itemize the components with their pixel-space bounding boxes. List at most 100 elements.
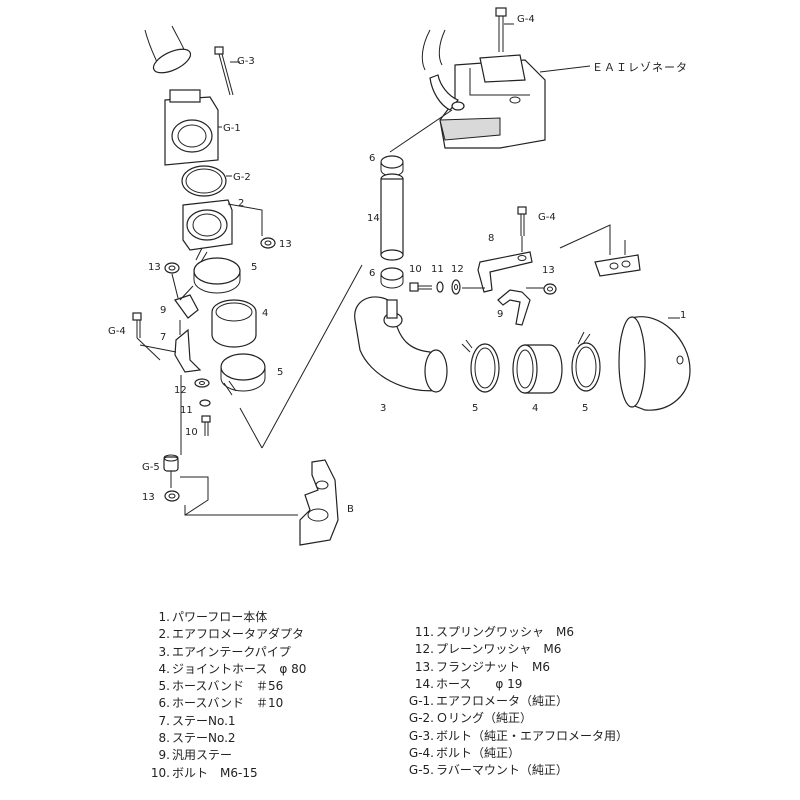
legend-item-text: ホースバンド ＃56 [172,679,284,694]
stay-no2-8 [477,251,533,293]
flange-nut-13-a [260,237,276,249]
bracket-b [299,459,339,546]
callout-7: 7 [160,332,166,343]
legend-item-number: 1. [158,610,170,624]
legend-item-number: 2. [158,627,170,642]
g4-bolt-mid [517,206,527,236]
legend-item-number: G-1. [408,694,434,709]
legend-item-text: エアフロメータアダプタ [172,627,305,642]
legend-item: 9.汎用ステー [140,747,306,764]
callout-13-a: 13 [279,239,292,250]
legend-item: 11.スプリングワッシャ M6 [398,624,628,641]
legend-item-text: スプリングワッシャ M6 [436,625,574,639]
legend-item-text: 汎用ステー [172,748,233,763]
legend-item-number: 11. [414,625,434,639]
callout-9-b: 9 [497,309,503,320]
legend-item: G-2.Ｏリング（純正） [398,710,628,727]
callout-11-b: 11 [431,264,444,275]
callout-6-b: 6 [369,268,375,279]
legend-item: 13.フランジナット M6 [398,659,628,676]
callout-resonator: ＥＡＩレゾネータ [592,61,688,74]
hose-band-5-d [571,331,601,392]
callout-10-a: 10 [185,427,198,438]
flange-nut-13-b [164,262,180,274]
callout-5-c: 5 [472,403,478,414]
eai-resonator [389,29,591,153]
callout-4-a: 4 [262,308,268,319]
hose-band-6-a [380,155,404,177]
callout-g3: G-3 [237,56,255,67]
legend-item: G-1.エアフロメータ（純正） [398,693,628,710]
legend-item-text: エアフロメータ（純正） [436,694,569,709]
callout-5-a: 5 [251,262,257,273]
hose-band-5-a [193,247,241,294]
g3-bolt [214,46,240,96]
callout-4-b: 4 [532,403,538,414]
intake-pipe-3 [354,296,448,393]
callout-labels: G-3 G-1 G-2 2 13 13 5 9 4 G-4 7 5 12 11 … [108,14,688,515]
legend-item-text: エアインテークパイプ [172,644,291,659]
callout-14: 14 [367,213,380,224]
callout-10-b: 10 [409,264,422,275]
legend-item: 5.ホースバンド ＃56 [140,678,306,695]
g5-rubber-mount [163,454,179,472]
legend-item: G-5.ラバーマウント（純正） [398,762,628,779]
legend-item-number: 10. [150,765,170,780]
legend-item: 7.ステーNo.1 [140,713,306,730]
legend-item-number: 13. [414,659,434,674]
callout-12-a: 12 [174,385,187,396]
legend-item-text: ステーNo.2 [172,731,236,746]
legend-item-number: 9. [158,748,170,763]
legend-item-text: ボルト（純正・エアフロメータ用） [436,728,629,743]
legend-item-number: G-5. [408,763,434,778]
legend-item-text: ラバーマウント（純正） [436,763,568,778]
callout-3: 3 [380,403,386,414]
legend-item-number: 7. [158,713,170,728]
callout-9-a: 9 [160,305,166,316]
spring-washer-11-b [436,281,444,293]
plain-washer-12-a [194,378,210,388]
g4-bolt-left [132,312,161,361]
plain-washer-12-b [451,279,461,295]
legend-item-number: 14. [414,676,434,691]
callout-g5: G-5 [142,462,160,473]
callout-13-b: 13 [148,262,161,273]
g2-o-ring [181,165,232,197]
callout-11-a: 11 [180,405,193,416]
bolt-10-a [201,415,211,436]
flange-nut-13-d [543,283,557,295]
legend-item: G-3.ボルト（純正・エアフロメータ用） [398,728,628,745]
legend-item: 2.エアフロメータアダプタ [140,626,306,643]
legend-item-number: 8. [158,731,170,746]
legend-item: G-4.ボルト（純正） [398,745,628,762]
callout-8: 8 [488,233,494,244]
hose-14 [380,173,404,261]
hose-band-6-b [380,267,404,289]
callout-5-b: 5 [277,367,283,378]
legend-item-text: フランジナット M6 [436,659,550,674]
legend-item-text: ホースバンド ＃10 [172,696,284,711]
legend-item-text: ステーNo.1 [172,713,236,728]
legend-item-number: 4. [158,661,170,676]
callout-1: 1 [680,310,686,321]
callout-5-d: 5 [582,403,588,414]
legend-item: 6.ホースバンド ＃10 [140,695,306,712]
legend-item-number: G-2. [408,711,434,726]
flange-nut-13-c [164,490,180,502]
universal-stay-9-a [174,285,199,319]
joint-hose-4-b [512,344,563,394]
intake-duct-top [144,25,192,74]
universal-stay-9-b [497,289,531,326]
callout-g4-top: G-4 [517,14,535,25]
legend-item: 14.ホース φ 19 [398,676,628,693]
legend-item-number: G-3. [408,728,434,743]
legend-item: 1.パワーフロー本体 [140,609,306,626]
legend-item-text: ボルト（純正） [436,746,521,761]
hose-band-5-c [461,339,500,393]
legend-item-number: 6. [158,696,170,711]
legend-item-text: ホース φ 19 [436,676,523,691]
powerflow-filter-1 [618,316,691,411]
